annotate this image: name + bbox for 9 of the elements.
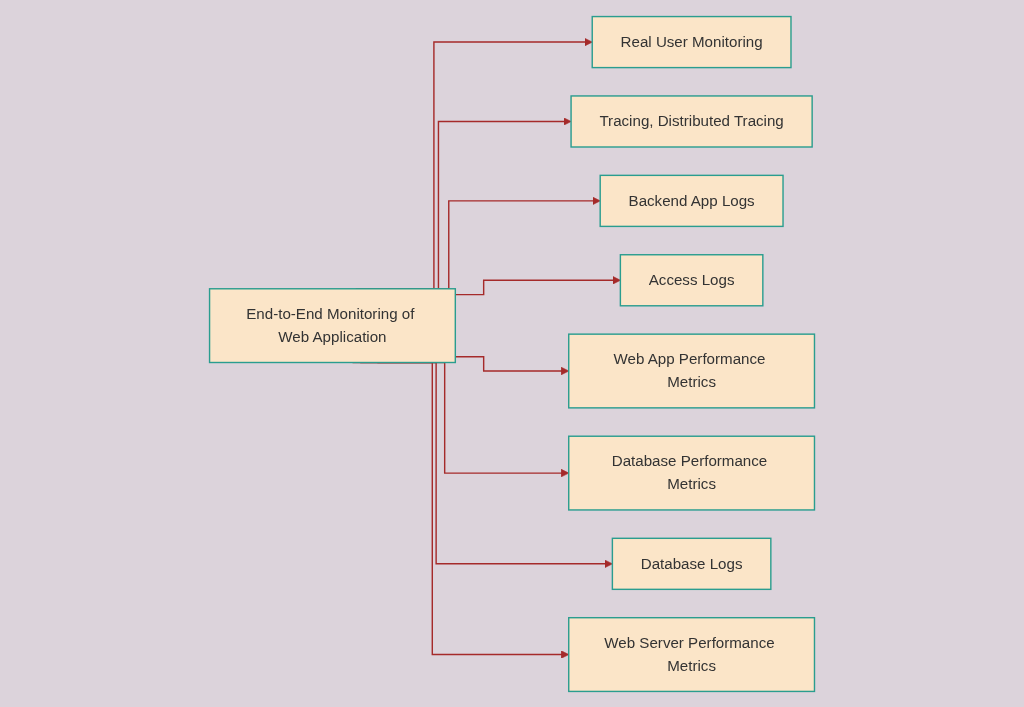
node-box: Backend App Logs — [599, 174, 784, 227]
node-box: Tracing, Distributed Tracing — [570, 94, 813, 148]
node-box: Database Logs — [611, 537, 772, 590]
node-box: Web Server Performance Metrics — [568, 616, 816, 692]
node-box: Web App Performance Metrics — [568, 332, 816, 409]
node-box: Access Logs — [619, 253, 764, 306]
node-box: Real User Monitoring — [591, 15, 792, 68]
node-box: End-to-End Monitoring of Web Application — [208, 287, 456, 363]
node-box: Database Performance Metrics — [568, 435, 816, 511]
